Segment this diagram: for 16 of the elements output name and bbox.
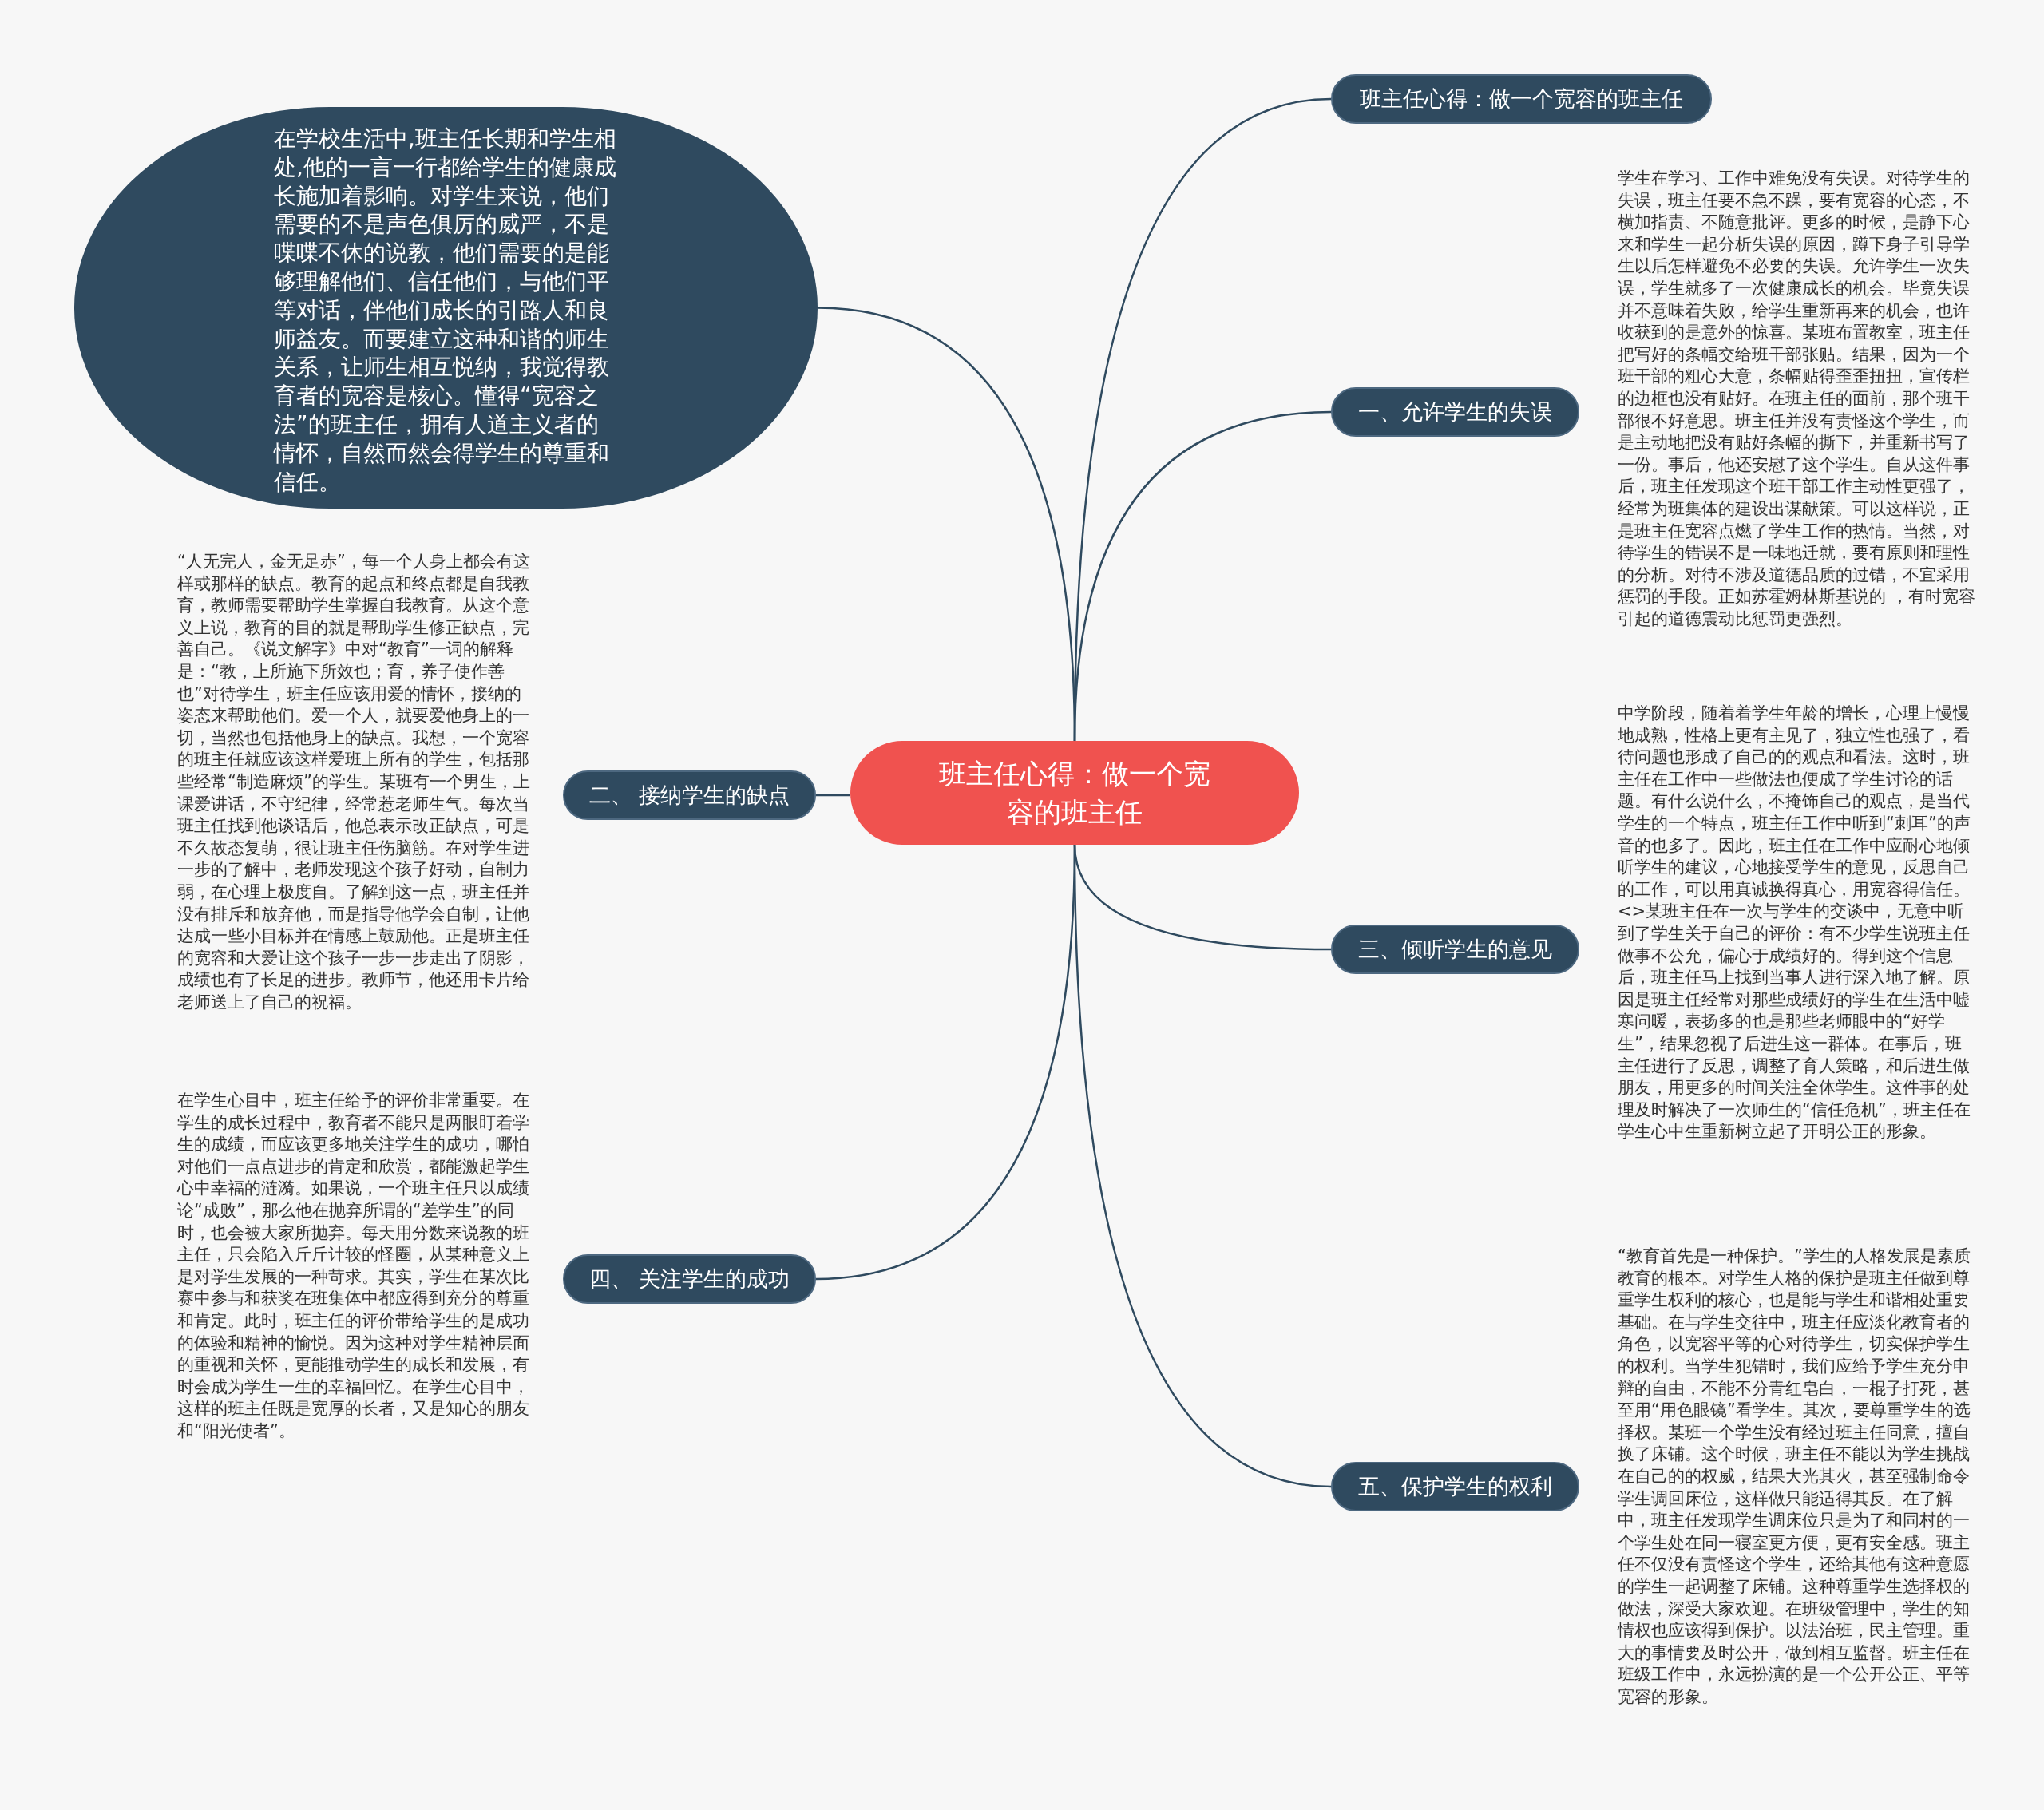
note-text: 中学阶段，随着着学生年龄的增长，心理上慢慢地成熟，性格上更有主见了，独立性也强了，看待问题也形成了自己的的观点和看法。这时，班主任在工作中一些做法也便成了学生讨论的话题。有什么说什么，不掩饰自己的观点，是当代学生的一个特点，班主任工作中听到“刺耳”的声音的也多了。因此，班主任在工作中应耐心地倾听学生的建议，心地接受学生的意见，反思自己的工作，可以用真诚换得真心，用宽容得信任。 <>某班主任在一次与学生的交谈中，无意中听到了学生关于自己的评价：有不少学生说班主任做事不公允，偏心于成绩好的。得到这个信息后，班主任马上找到当事人进行深入地了解。原因是班主任经常对那些成绩好的学生在生活中嘘寒问暖，表扬多的也是那些老师眼中的“好学生”，结果忽视了后进生这一群体。在事后，班主任进行了反思，调整了育人策略，和后进生做朋友，用更多的时间关注全体学生。这件事的处理及时解决了一次师生的“信任危机”，班主任在学生心中生重新树立起了开明公正的形象。 bbox=[1618, 703, 1971, 1143]
connector-line bbox=[1073, 844, 1332, 1488]
note-text: “人无完人，金无足赤”，每一个人身上都会有这样或那样的缺点。教育的起点和终点都是自我教育，教师需要帮助学生掌握自我教育。从这个意义上说，教育的目的就是帮助学生修正缺点，完善自己。《说文解字》中对“教育”一词的解释是：“教，上所施下所效也；育，养子使作善也”对待学生，班主任应该用爱的情怀，接纳的姿态来帮助他们。爱一个人，就要爱他身上的一切，当然也包括他身上的缺点。我想，一个宽容的班主任就应该这样爱班上所有的学生，包括那些经常“制造麻烦”的学生。某班有一个男生，上课爱讲话，不守纪律，经常惹老师生气。每次当班主任找到他谈话后，他总表示改正缺点，可是不久故态复萌，很让班主任伤脑筋。在对学生进一步的了解中，老师发现这个孩子好动，自制力弱，在心理上极度自。了解到这一点，班主任并没有排斥和放弃他，而是指导他学会自制，让他达成一些小目标并在情感上鼓励他。正是班主任的宽容和大爱让这个孩子一步一步走出了阴影，成绩也有了长足的进步。教师节，他还用卡片给老师送上了自己的祝福。 bbox=[177, 551, 531, 1013]
topic-box: 二、 接纳学生的缺点 bbox=[563, 770, 816, 820]
note-text: “教育首先是一种保护。”学生的人格发展是素质教育的根本。对学生人格的保护是班主任做到尊重学生权利的核心，也是能与学生和谐相处重要基础。在与学生交往中，班主任应淡化教育者的角色，以宽容平等的心对待学生，切实保护学生的权利。当学生犯错时，我们应给予学生充分申辩的自由，不能不分青红皂白，一棍子打死，甚至用“用色眼镜”看学生。其次，要尊重学生的选择权。某班一个学生没有经过班主任同意，擅自换了床铺。这个时候，班主任不能以为学生挑战在自己的的权威，结果大光其火，甚至强制命令学生调回床位，这样做只能适得其反。在了解中，班主任发现学生调床位只是为了和同村的一个学生处在同一寝室更方便，更有安全感。班主任不仅没有责怪这个学生，还给其他有这种意愿的学生一起调整了床铺。这种尊重学生选择权的做法，深受大家欢迎。在班级管理中，学生的知情权也应该得到保护。以法治班，民主管理。重大的事情要及时公开，做到相互监督。班主任在班级工作中，永远扮演的是一个公开公正、平等宽容的形象。 bbox=[1618, 1246, 1971, 1708]
topic-box: 四、 关注学生的成功 bbox=[563, 1254, 816, 1304]
note-text: 学生在学习、工作中难免没有失误。对待学生的失误，班主任要不急不躁，要有宽容的心态，不横加指责、不随意批评。更多的时候，是静下心来和学生一起分析失误的原因，蹲下身子引导学生以后怎样避免不必要的失误。允许学生一次失误，学生就多了一次健康成长的机会。毕竟失误并不意味着失败，给学生重新再来的机会，也许收获到的是意外的惊喜。某班布置教室，班主任把写好的条幅交给班干部张贴。结果，因为一个班干部的粗心大意，条幅贴得歪歪扭扭，宣传栏的边框也没有贴好。在班主任的面前，那个班干部很不好意思。班主任并没有责怪这个学生，而是主动地把没有贴好条幅的撕下，并重新书写了一份。事后，他还安慰了这个学生。自从这件事后，班主任发现这个班干部工作主动性更强了，经常为班集体的建设出谋献策。可以这样说，正是班主任宽容点燃了学生工作的热情。当然，对待学生的错误不是一味地迁就，要有原则和理性的分析。对待不涉及道德品质的过错，不宜采用惩罚的手段。正如苏霍姆林斯基说的 ，有时宽容引起的道德震动比惩罚更强烈。 bbox=[1618, 168, 1976, 630]
topic-box: 一、允许学生的失误 bbox=[1331, 387, 1579, 437]
intro-text: 在学校生活中,班主任长期和学生相处,他的一言一行都给学生的健康成长施加着影响。对学生来说，他们需要的不是声色俱厉的威严，不是喋喋不休的说教，他们需要的是能够理解他们、信任他们，与他们平等对话，伴他们成长的引路人和良师益友。而要建立这种和谐的师生关系，让师生相互悦纳，我觉得教育者的宽容是核心。懂得“宽容之法”的班主任，拥有人道主义者的情怀，自然而然会得学生的尊重和信任。 bbox=[274, 125, 617, 497]
topic-box: 三、倾听学生的意见 bbox=[1331, 925, 1579, 974]
topic-box: 五、保护学生的权利 bbox=[1331, 1462, 1579, 1511]
connector-line bbox=[816, 794, 850, 797]
connector-line bbox=[1073, 410, 1332, 742]
topic-box: 班主任心得：做一个宽容的班主任 bbox=[1331, 74, 1712, 124]
central-topic: 班主任心得：做一个宽容的班主任 bbox=[850, 741, 1299, 845]
note-text: 在学生心目中，班主任给予的评价非常重要。在学生的成长过程中，教育者不能只是两眼盯着学生的成绩，而应该更多地关注学生的成功，哪怕对他们一点点进步的肯定和欣赏，都能激起学生心中幸福的涟漪。如果说，一个班主任只以成绩论“成败”，那么他在抛弃所谓的“差学生”的同时，也会被大家所抛弃。每天用分数来说教的班主任，只会陷入斤斤计较的怪圈，从某种意义上是对学生发展的一种苛求。其实，学生在某次比赛中参与和获奖在班集体中都应得到充分的尊重和肯定。此时，班主任的评价带给学生的是成功的体验和精神的愉悦。因为这种对学生精神层面的重视和关怀，更能推动学生的成长和发展，有时会成为学生一生的幸福回忆。在学生心目中，这样的班主任既是宽厚的长者，又是知心的朋友和“阳光使者”。 bbox=[177, 1090, 530, 1442]
